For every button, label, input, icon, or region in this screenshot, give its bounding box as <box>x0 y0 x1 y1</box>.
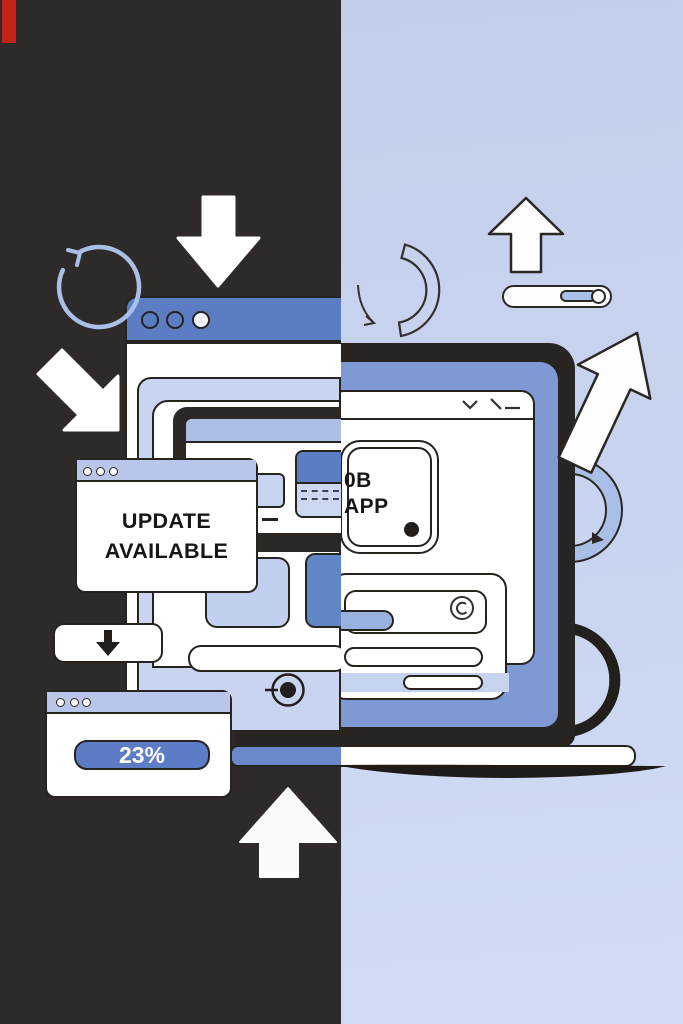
curved-arrow-head <box>363 315 377 326</box>
list-footer-strip <box>332 673 509 692</box>
window-dot <box>82 466 92 476</box>
window-controls <box>462 398 520 410</box>
window-dot <box>69 697 79 707</box>
slash-icon <box>490 398 502 410</box>
laptop-shadow <box>335 764 666 778</box>
red-mark <box>2 0 16 43</box>
content-card-blue <box>305 553 341 628</box>
window-dot <box>192 311 210 329</box>
laptop-base-left <box>230 745 342 767</box>
refresh-badge-icon <box>450 596 474 620</box>
upload-arrow-icon <box>487 196 565 274</box>
browser-titlebar <box>125 296 341 342</box>
window-dot <box>108 466 118 476</box>
download-arrow-icon <box>176 195 261 288</box>
progress-value: 23% <box>118 742 166 768</box>
list-window <box>330 573 509 700</box>
app-card-inner-border <box>347 447 432 547</box>
dashed-line <box>301 490 339 492</box>
curved-arrow-icon <box>357 284 374 323</box>
window-dot <box>81 697 91 707</box>
window-dot <box>55 697 65 707</box>
credit-card-header <box>297 452 341 484</box>
window-dot <box>95 466 105 476</box>
window-dot <box>141 311 159 329</box>
sync-arc-right <box>357 243 441 338</box>
progress-bar: 23% <box>74 740 210 770</box>
sync-arc-left <box>56 244 142 330</box>
arc-arrowhead <box>66 248 82 267</box>
list-row-pill <box>344 647 483 667</box>
app-card-line1: 0B <box>344 469 372 492</box>
progress-titlebar <box>47 692 230 714</box>
dashed-line <box>301 498 339 500</box>
toggle-knob <box>591 288 606 304</box>
arc-arrowhead <box>592 532 604 544</box>
refresh-arc-icon <box>397 243 441 338</box>
toggle-switch <box>502 285 612 308</box>
download-small-arrow-icon <box>96 630 120 656</box>
content-row-pill <box>188 645 341 672</box>
dash-mark <box>262 518 278 521</box>
app-card-line2: APP <box>344 495 389 518</box>
upload-arrow-diagonal-icon <box>557 331 652 474</box>
update-dialog: UPDATE AVAILABLE <box>75 458 258 593</box>
app-card-dot <box>404 522 419 537</box>
update-title-line1: UPDATE <box>121 509 212 533</box>
credit-card-widget <box>295 450 341 518</box>
download-button <box>53 623 163 663</box>
list-blue-pill <box>332 610 394 631</box>
handle-arc-black <box>569 623 621 737</box>
upload-arrow-bottom-icon <box>239 787 337 878</box>
update-dialog-titlebar <box>77 460 256 482</box>
app-card: 0B APP <box>340 440 439 554</box>
nested-window-header <box>186 419 341 443</box>
app-window-titlebar <box>332 392 533 420</box>
progress-window: 23% <box>45 690 232 798</box>
window-dot <box>166 311 184 329</box>
target-dot-icon <box>265 673 305 707</box>
inward-arrow-icon <box>36 348 120 432</box>
list-footer-pill <box>403 675 483 690</box>
chevron-down-icon <box>462 400 478 410</box>
update-title-line2: AVAILABLE <box>104 539 229 563</box>
